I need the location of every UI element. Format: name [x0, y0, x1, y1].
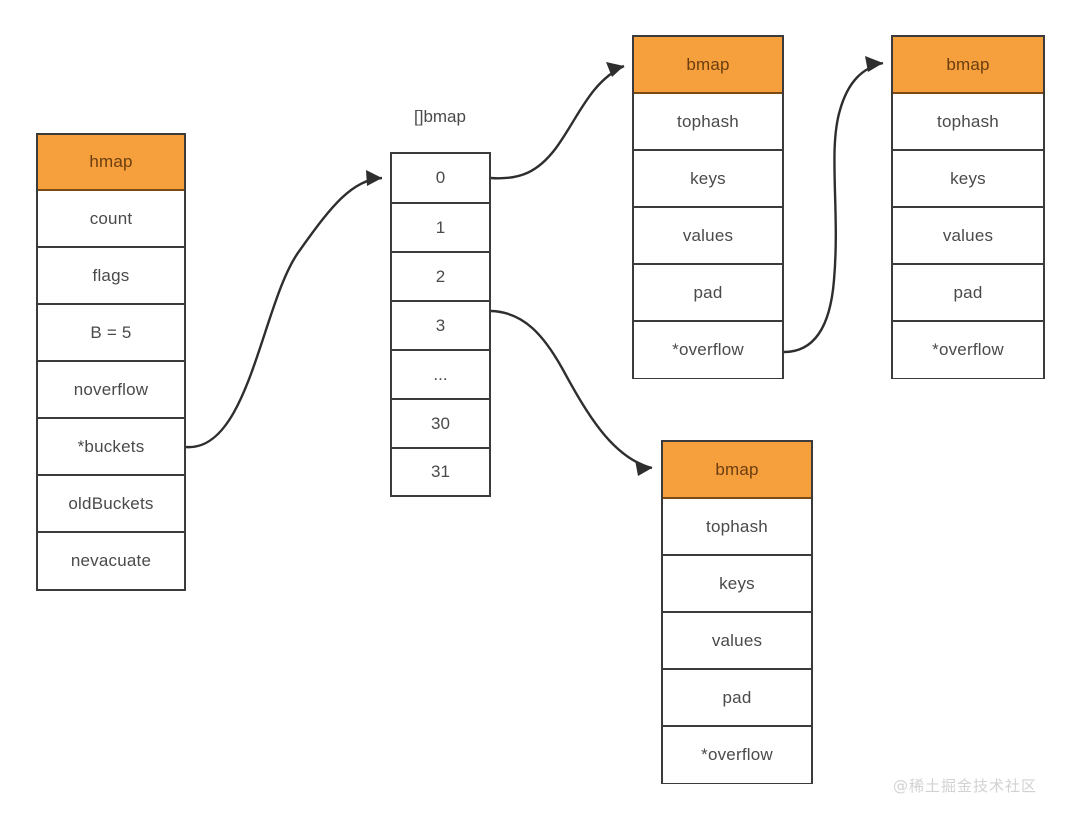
bmap-bucket3-header: bmap	[663, 442, 811, 499]
array-cell-1: 1	[392, 204, 489, 253]
bmap-bucket3-struct: bmap tophash keys values pad *overflow	[661, 440, 813, 784]
edge-cell3-to-bmap3	[490, 309, 653, 476]
bmap-bucket0-field-keys: keys	[634, 151, 782, 208]
bmap-bucket0-field-overflow: *overflow	[634, 322, 782, 378]
bmap-bucket3-field-tophash: tophash	[663, 499, 811, 556]
bmap-overflow0-struct: bmap tophash keys values pad *overflow	[891, 35, 1045, 379]
hmap-field-nevacuate: nevacuate	[38, 533, 184, 589]
hmap-header: hmap	[38, 135, 184, 191]
watermark: @稀土掘金技术社区	[893, 777, 1038, 795]
array-cell-31: 31	[392, 449, 489, 495]
bmap-bucket3-field-overflow: *overflow	[663, 727, 811, 783]
hmap-field-noverflow: noverflow	[38, 362, 184, 419]
edge-overflow-to-bmap1	[783, 56, 884, 354]
bmap-bucket3-field-pad: pad	[663, 670, 811, 727]
bmap-overflow0-header: bmap	[893, 37, 1043, 94]
array-cell-0: 0	[392, 154, 489, 204]
bmap-overflow0-field-pad: pad	[893, 265, 1043, 322]
bmap-bucket0-field-pad: pad	[634, 265, 782, 322]
hmap-struct: hmap count flags B = 5 noverflow *bucket…	[36, 133, 186, 591]
bmap-overflow0-field-keys: keys	[893, 151, 1043, 208]
array-cell-30: 30	[392, 400, 489, 449]
array-cell-2: 2	[392, 253, 489, 302]
bmap-bucket0-header: bmap	[634, 37, 782, 94]
bmap-bucket3-field-keys: keys	[663, 556, 811, 613]
bmap-overflow0-field-tophash: tophash	[893, 94, 1043, 151]
hmap-field-buckets: *buckets	[38, 419, 184, 476]
edge-buckets-to-array	[185, 170, 383, 449]
bmap-bucket3-field-values: values	[663, 613, 811, 670]
bmap-bucket0-struct: bmap tophash keys values pad *overflow	[632, 35, 784, 379]
bmap-bucket0-field-tophash: tophash	[634, 94, 782, 151]
buckets-array: 0 1 2 3 ... 30 31	[390, 152, 491, 497]
hmap-field-oldbuckets: oldBuckets	[38, 476, 184, 533]
edge-cell0-to-bmap0	[490, 62, 625, 180]
array-cell-3: 3	[392, 302, 489, 351]
bmap-overflow0-field-overflow: *overflow	[893, 322, 1043, 378]
array-cell-ellipsis: ...	[392, 351, 489, 400]
buckets-array-label: []bmap	[414, 107, 466, 126]
bmap-bucket0-field-values: values	[634, 208, 782, 265]
hmap-field-flags: flags	[38, 248, 184, 305]
hmap-field-b: B = 5	[38, 305, 184, 362]
bmap-overflow0-field-values: values	[893, 208, 1043, 265]
hmap-field-count: count	[38, 191, 184, 248]
